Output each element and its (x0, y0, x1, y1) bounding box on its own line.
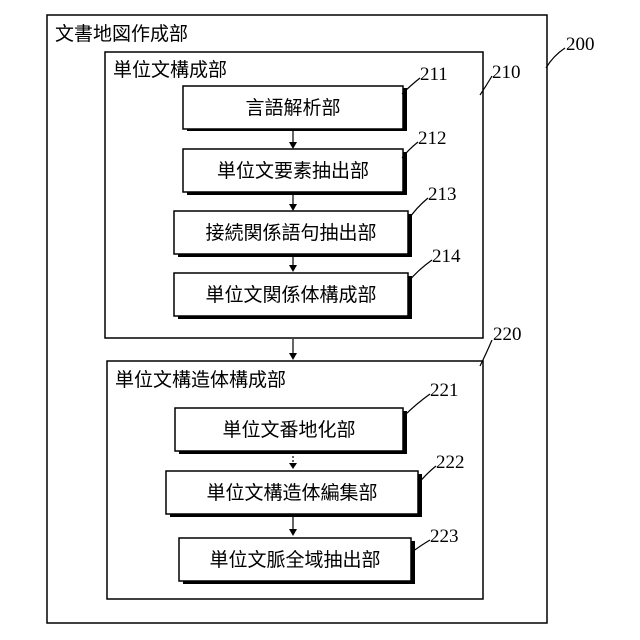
box-221-leader (404, 394, 430, 416)
arrow-213-214 (289, 265, 297, 272)
box-214-label: 単位文関係体構成部 (205, 284, 376, 306)
box-222-label: 単位文構造体編集部 (206, 482, 377, 504)
arrow-221-222 (289, 463, 297, 469)
box-222-ref: 222 (436, 452, 465, 473)
group-220-label: 単位文構造体構成部 (115, 369, 286, 391)
box-213-ref: 213 (428, 184, 457, 205)
arrow-212-213 (289, 204, 297, 211)
box-211-leader (402, 78, 420, 94)
outer-frame-label: 文書地図作成部 (55, 23, 188, 45)
box-211-label: 言語解析部 (245, 97, 340, 119)
box-212-ref: 212 (418, 128, 447, 149)
box-223-label: 単位文脈全域抽出部 (209, 549, 380, 571)
group-210-label: 単位文構成部 (113, 59, 227, 81)
group-210-leader (480, 76, 492, 95)
box-221-label: 単位文番地化部 (222, 419, 355, 441)
box-214-ref: 214 (432, 246, 461, 267)
box-212-leader (402, 142, 418, 158)
outer-frame-leader (546, 48, 565, 68)
box-211-ref: 211 (420, 64, 448, 85)
arrow-222-223 (289, 529, 297, 536)
box-213-leader (408, 198, 428, 220)
box-223-ref: 223 (430, 526, 459, 547)
arrow-210-220 (289, 353, 297, 360)
group-220-ref: 220 (493, 324, 522, 345)
box-221-ref: 221 (430, 380, 459, 401)
box-212-label: 単位文要素抽出部 (217, 160, 369, 182)
group-210-ref: 210 (492, 62, 521, 83)
outer-frame-ref: 200 (566, 34, 595, 55)
arrow-211-212 (289, 142, 297, 149)
box-213-label: 接続関係語句抽出部 (205, 222, 376, 244)
box-214-leader (408, 260, 432, 282)
group-220-leader (480, 340, 492, 366)
